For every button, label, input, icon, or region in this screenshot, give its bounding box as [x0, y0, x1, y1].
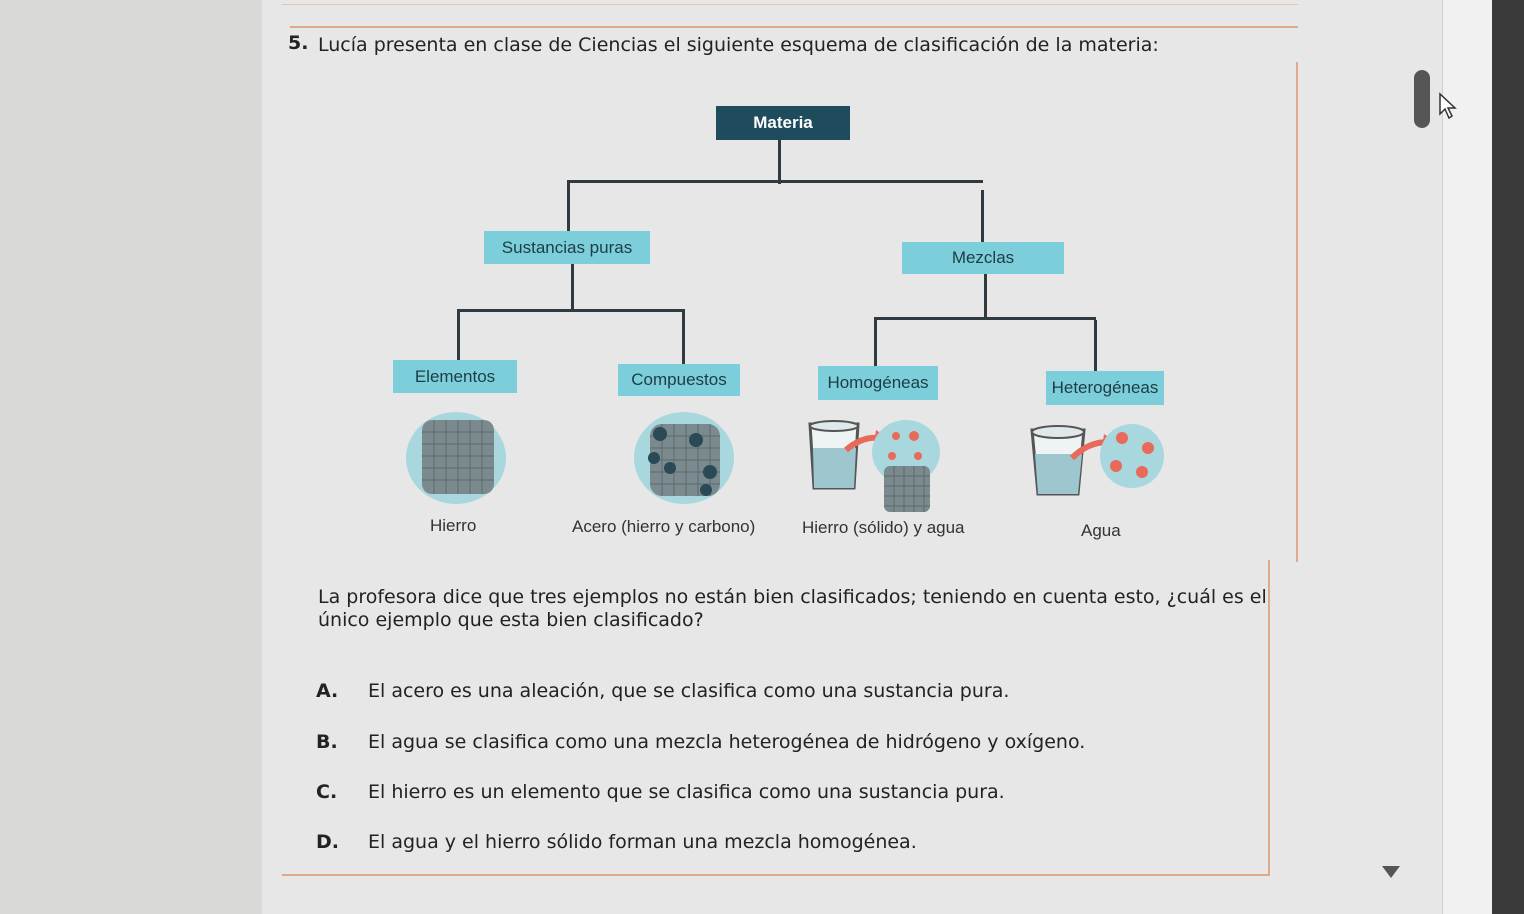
- question-text: Lucía presenta en clase de Ciencias el s…: [318, 34, 1159, 56]
- option-letter: D.: [316, 831, 339, 853]
- caption-hierro: Hierro: [430, 516, 477, 535]
- steel-atoms-icon: [634, 412, 734, 504]
- scrollbar-thumb[interactable]: [1414, 70, 1430, 128]
- connector: [874, 317, 1096, 320]
- caption-acero: Acero (hierro y carbono): [572, 517, 756, 536]
- option-text: El agua y el hierro sólido forman una me…: [368, 831, 917, 853]
- option-letter: B.: [316, 731, 338, 753]
- scroll-down-icon[interactable]: [1382, 866, 1400, 878]
- node-homogeneas: Homogéneas: [818, 366, 938, 400]
- frame-line: [290, 26, 1298, 28]
- option-letter: C.: [316, 781, 338, 803]
- caption-agua: Agua: [1081, 521, 1121, 540]
- connector: [457, 309, 460, 361]
- node-mezclas: Mezclas: [902, 242, 1064, 274]
- connector: [682, 312, 685, 366]
- node-sustancias-puras: Sustancias puras: [484, 231, 650, 264]
- connector: [567, 180, 983, 183]
- node-materia: Materia: [716, 106, 850, 140]
- option-a[interactable]: A. El acero es una aleación, que se clasi…: [316, 680, 1009, 702]
- connector: [457, 309, 685, 312]
- node-elementos: Elementos: [393, 360, 517, 393]
- glass-iron-water-icon: [808, 420, 940, 512]
- option-text: El hierro es un elemento que se clasific…: [368, 781, 1005, 803]
- option-text: El agua se clasifica como una mezcla het…: [368, 731, 1086, 753]
- question-prompt: La profesora dice que tres ejemplos no e…: [318, 586, 1267, 631]
- connector: [571, 264, 574, 310]
- scrollbar-track[interactable]: [1442, 0, 1493, 914]
- connector: [1094, 320, 1097, 372]
- option-d[interactable]: D. El agua y el hierro sólido forman una …: [316, 831, 917, 853]
- mouse-pointer-icon: [1439, 92, 1457, 120]
- option-letter: A.: [316, 680, 339, 702]
- connector: [981, 190, 984, 242]
- frame-line: [282, 874, 1270, 876]
- question-number: 5.: [288, 32, 309, 54]
- option-c[interactable]: C. El hierro es un elemento que se clasif…: [316, 781, 1005, 803]
- connector: [778, 140, 781, 184]
- frame-line: [1268, 560, 1270, 875]
- option-text: El acero es una aleación, que se clasifi…: [368, 680, 1010, 702]
- connector: [874, 317, 877, 367]
- glass-water-icon: [1030, 424, 1164, 496]
- node-heterogeneas: Heterogéneas: [1046, 371, 1164, 405]
- node-compuestos: Compuestos: [618, 364, 740, 396]
- caption-hierro-agua: Hierro (sólido) y agua: [802, 518, 965, 537]
- iron-atoms-icon: [406, 412, 506, 504]
- connector: [984, 274, 987, 318]
- option-b[interactable]: B. El agua se clasifica como una mezcla h…: [316, 731, 1085, 753]
- frame-line: [282, 4, 1298, 5]
- connector: [567, 180, 570, 232]
- frame-line: [1296, 62, 1298, 562]
- window-edge: [1492, 0, 1524, 914]
